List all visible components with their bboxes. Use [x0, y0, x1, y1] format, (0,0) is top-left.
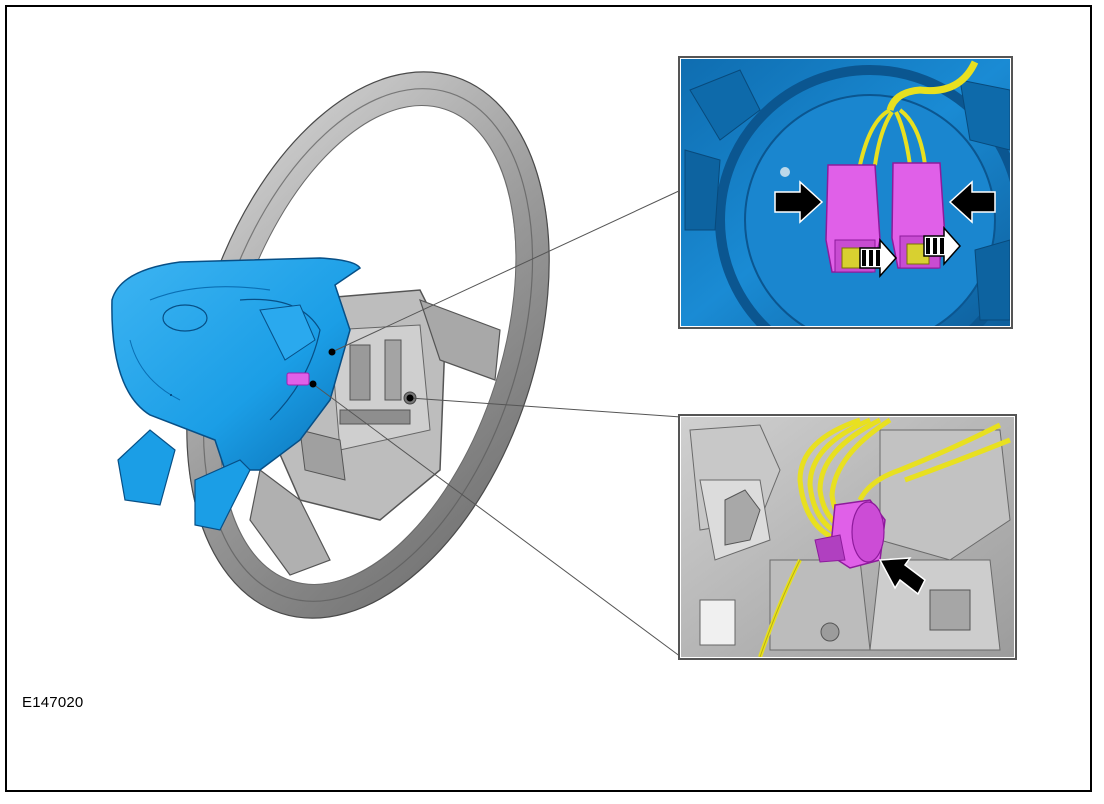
- clockspring-connector: [814, 499, 886, 569]
- figure-code: E147020: [22, 694, 84, 711]
- callout-point-mid: [309, 380, 317, 388]
- detail-inset-airbag-connectors: [678, 56, 1013, 329]
- leader-lines: [312, 189, 682, 658]
- callout-point-top: [328, 348, 336, 356]
- detail-inset-wheel-connector: [678, 414, 1017, 660]
- solid-arrow-icon: [948, 180, 996, 224]
- solid-arrow-icon: [774, 180, 824, 224]
- solid-arrow-icon: [878, 557, 926, 596]
- callout-point-right: [406, 394, 414, 402]
- airbag-connector: [286, 372, 310, 386]
- driver-airbag-module: [111, 257, 362, 531]
- striped-arrow-icon: [859, 238, 898, 278]
- striped-arrow-icon: [923, 226, 962, 266]
